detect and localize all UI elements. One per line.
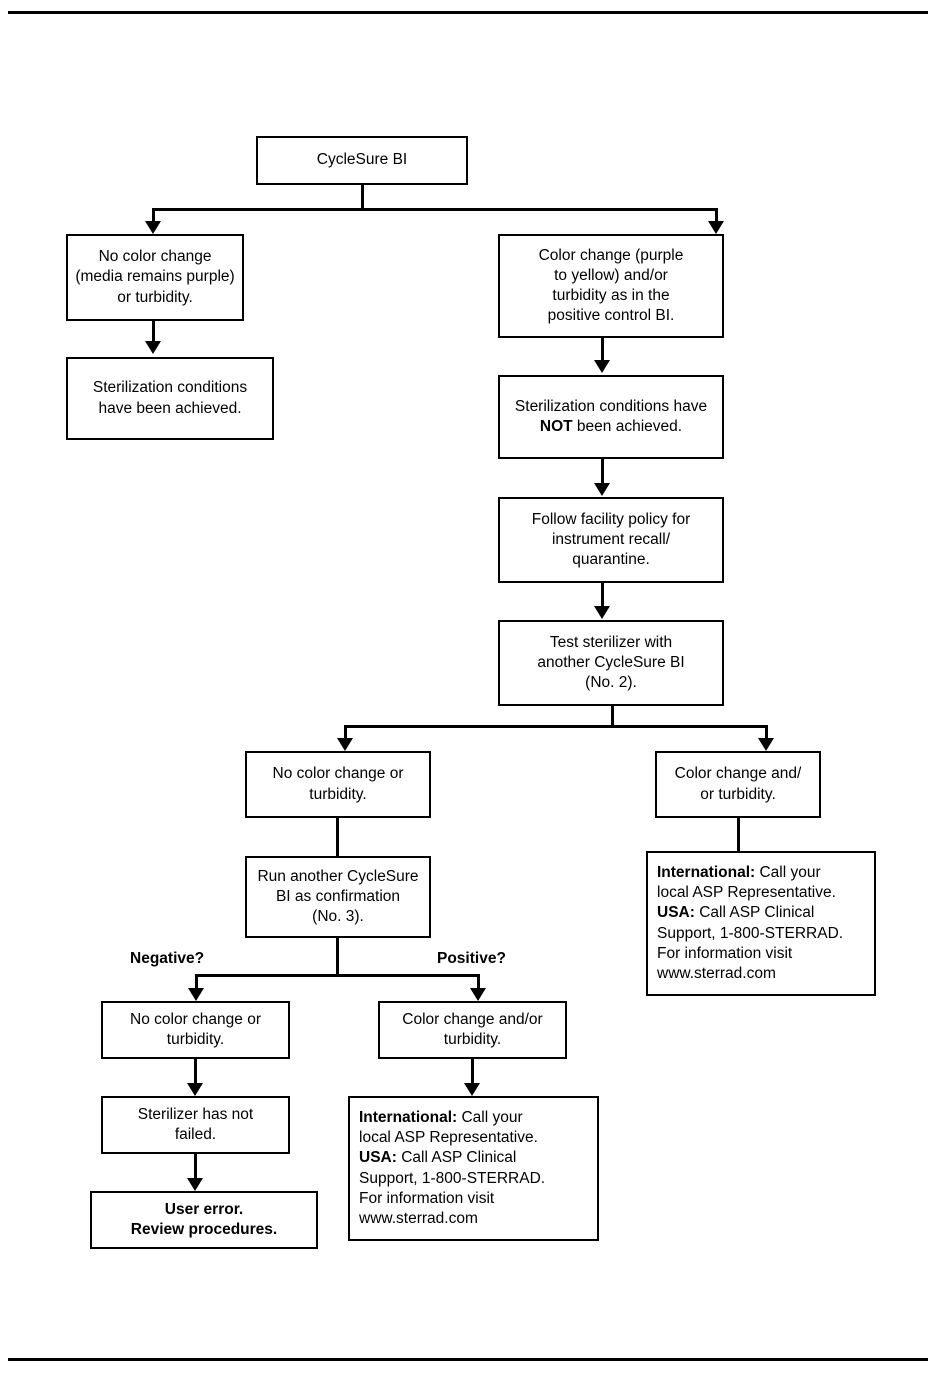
arrowhead-to-test2-negative [337,738,353,751]
page-bottom-rule [8,1358,928,1361]
connector-split-bus-top [152,208,718,211]
arrowhead-to-not-failed [187,1083,203,1096]
connector-split-left-down [152,208,155,224]
connector-not-achieved-down [601,459,604,487]
connector-right-positive-down [601,338,604,363]
connector-start-down [361,185,364,210]
node-not-failed-label: Sterilizer has not failed. [137,1105,254,1143]
node-not-failed: Sterilizer has not failed. [101,1096,290,1154]
node-contact-bottom-label: International: Call your local ASP Repre… [359,1109,546,1227]
arrowhead-to-user-error [187,1178,203,1191]
arrowhead-to-retest [594,606,610,619]
arrowhead-to-left-achieved [145,341,161,354]
node-right-positive-label: Color change (purple to yellow) and/or t… [538,246,684,325]
node-start-label: CycleSure BI [316,151,408,169]
node-right-not-achieved-label: Sterilization conditions have NOT been a… [514,397,708,435]
connector-not-failed-down [194,1154,197,1182]
node-confirm-label: Run another CycleSure BI as confirmation… [257,867,419,926]
connector-retest-down [611,706,614,727]
node-test2-positive: Color change and/ or turbidity. [655,751,821,818]
arrowhead-to-test2-positive [758,738,774,751]
connector-test2-negative-down [336,818,339,856]
node-left-negative-label: No color change (media remains purple) o… [75,248,235,306]
arrowhead-to-recall [594,483,610,496]
arrowhead-to-contact-bottom [464,1083,480,1096]
arrowhead-to-test3-negative [188,988,204,1001]
node-test3-negative: No color change or turbidity. [101,1001,290,1059]
connector-split3-right-down [477,974,480,990]
node-right-not-achieved: Sterilization conditions have NOT been a… [498,375,724,459]
connector-test3-negative-down [194,1059,197,1087]
node-recall: Follow facility policy for instrument re… [498,497,724,583]
connector-recall-down [601,583,604,609]
connector-split3-left-down [195,974,198,990]
node-right-positive: Color change (purple to yellow) and/or t… [498,234,724,338]
arrowhead-to-left-negative [145,221,161,234]
node-contact-right: International: Call your local ASP Repre… [646,851,876,996]
connector-split2-left-down [344,725,347,741]
connector-split-right-down [715,208,718,224]
node-contact-bottom: International: Call your local ASP Repre… [348,1096,599,1241]
node-test2-positive-label: Color change and/ or turbidity. [674,765,802,803]
edge-label-positive: Positive? [437,950,506,967]
node-test3-positive: Color change and/or turbidity. [378,1001,567,1059]
node-retest: Test sterilizer with another CycleSure B… [498,620,724,706]
node-contact-right-label: International: Call your local ASP Repre… [657,864,844,982]
connector-test3-positive-down [471,1059,474,1087]
arrowhead-to-right-positive [708,221,724,234]
connector-confirm-down [336,938,339,976]
node-confirm: Run another CycleSure BI as confirmation… [245,856,431,938]
node-test2-negative: No color change or turbidity. [245,751,431,818]
page-top-rule [8,11,928,14]
node-left-negative: No color change (media remains purple) o… [66,234,244,321]
connector-split2-bus [344,725,768,728]
node-test3-negative-label: No color change or turbidity. [130,1010,261,1048]
edge-label-negative: Negative? [130,950,205,967]
node-left-achieved-label: Sterilization conditions have been achie… [92,379,248,417]
node-recall-label: Follow facility policy for instrument re… [531,510,691,569]
connector-split3-bus [195,974,480,977]
node-user-error-label: User error. Review procedures. [130,1200,278,1238]
arrowhead-to-not-achieved [594,360,610,373]
connector-test2-positive-down [737,818,740,853]
node-left-achieved: Sterilization conditions have been achie… [66,357,274,440]
connector-left-negative-down [152,321,155,344]
arrowhead-to-test3-positive [470,988,486,1001]
connector-split2-right-down [765,725,768,741]
node-retest-label: Test sterilizer with another CycleSure B… [537,633,685,692]
node-test3-positive-label: Color change and/or turbidity. [402,1010,543,1048]
node-test2-negative-label: No color change or turbidity. [272,765,404,803]
node-user-error: User error. Review procedures. [90,1191,318,1249]
node-start: CycleSure BI [256,136,468,185]
